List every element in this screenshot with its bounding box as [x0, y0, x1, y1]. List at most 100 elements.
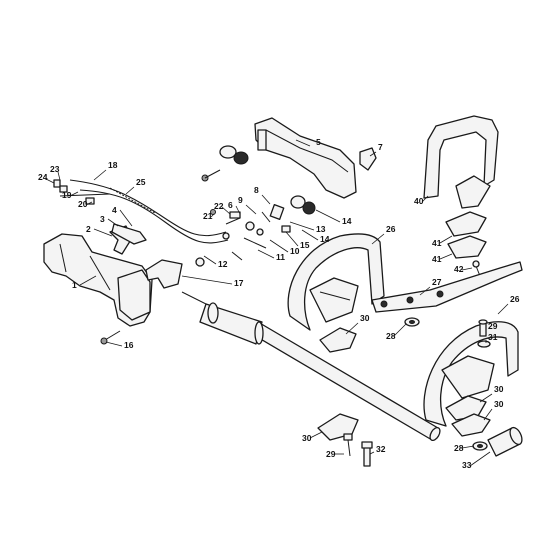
callout-number-17: 17 [234, 278, 244, 288]
leader-line-20 [85, 201, 93, 206]
leader-line-32 [369, 451, 375, 455]
callout-number-29: 29 [488, 321, 498, 331]
leader-line-14 [315, 209, 341, 223]
knob-set [201, 145, 316, 215]
leader-line-7 [369, 151, 377, 157]
leader-line-19 [69, 191, 79, 197]
leader-line-4 [119, 209, 133, 227]
control-handle-housing [43, 233, 153, 327]
leader-line-14 [301, 229, 319, 241]
leader-line-3 [107, 218, 119, 227]
leader-line-1 [79, 275, 97, 286]
leader-line-9 [245, 204, 257, 215]
leader-line-23 [57, 171, 61, 181]
leader-line-30 [309, 431, 323, 439]
callout-number-22: 22 [214, 201, 224, 211]
callout-number-13: 13 [316, 224, 326, 234]
callout-number-14: 14 [320, 234, 330, 244]
callout-number-32: 32 [376, 444, 386, 454]
callout-number-9: 9 [238, 195, 243, 205]
leader-line-42 [461, 267, 473, 271]
callouts: 1234567891011121314141516171819202122232… [38, 137, 520, 470]
callout-number-26: 26 [510, 294, 520, 304]
callout-number-3: 3 [100, 214, 105, 224]
screw-29-upper [477, 319, 491, 348]
callout-number-33: 33 [462, 460, 472, 470]
callout-number-14: 14 [342, 216, 352, 226]
leader-line-30 [483, 408, 493, 421]
callout-number-41: 41 [432, 238, 442, 248]
leader-line-26 [371, 233, 385, 245]
leader-line-8 [261, 194, 271, 205]
leader-line-22 [221, 206, 231, 215]
leader-line-2 [93, 228, 113, 237]
callout-number-30: 30 [360, 313, 370, 323]
sleeve-33 [487, 426, 523, 457]
callout-number-23: 23 [50, 164, 60, 174]
callout-number-30: 30 [302, 433, 312, 443]
leader-line-5 [295, 139, 311, 147]
callout-number-27: 27 [432, 277, 442, 287]
leader-line-41 [439, 253, 453, 260]
callout-number-28: 28 [386, 331, 396, 341]
leader-line-41 [439, 235, 453, 244]
leader-line-12 [203, 255, 217, 265]
leader-line-28 [461, 445, 475, 449]
washer-28-lower [472, 441, 488, 451]
clamp-30-upper [319, 327, 357, 353]
small-hardware [210, 204, 291, 261]
callout-number-28: 28 [454, 443, 464, 453]
leader-line-15 [285, 231, 299, 247]
callout-number-1: 1 [72, 280, 77, 290]
leader-line-26 [497, 303, 509, 315]
screw-29-lower [343, 433, 353, 457]
leader-line-30 [479, 393, 493, 403]
callout-number-30: 30 [494, 399, 504, 409]
clamp-30-right-a [445, 395, 487, 421]
callout-number-15: 15 [300, 240, 310, 250]
callout-number-29: 29 [326, 449, 336, 459]
callout-number-42: 42 [454, 264, 464, 274]
interlock-lever [111, 223, 147, 245]
drive-tube [181, 291, 441, 442]
leader-line-13 [289, 221, 315, 231]
loop-handle-40 [423, 115, 499, 209]
callout-number-4: 4 [112, 205, 117, 215]
callout-number-26: 26 [386, 224, 396, 234]
washer-28-upper [404, 317, 420, 327]
callout-number-21: 21 [203, 211, 213, 221]
leader-line-18 [93, 169, 107, 181]
callout-number-7: 7 [378, 142, 383, 152]
callout-number-40: 40 [414, 196, 424, 206]
leader-line-28 [393, 323, 407, 337]
callout-number-18: 18 [108, 160, 118, 170]
barrier-guard-26-upper [287, 233, 385, 331]
screw-32 [361, 441, 373, 467]
leader-line-6 [235, 205, 241, 215]
callout-number-19: 19 [62, 190, 72, 200]
callout-number-2: 2 [86, 224, 91, 234]
leader-line-16 [105, 341, 123, 347]
leader-line-24 [45, 178, 55, 184]
handle-cover-5 [254, 117, 357, 199]
barrier-guard-26-lower [423, 321, 519, 427]
callout-number-25: 25 [136, 177, 146, 187]
callout-number-24: 24 [38, 172, 48, 182]
callout-number-41: 41 [432, 254, 442, 264]
cable-clips [53, 179, 95, 205]
leader-line-17 [181, 275, 233, 285]
screw-16 [100, 330, 121, 345]
leader-line-40 [421, 195, 429, 203]
clamp-30-right-b [451, 413, 491, 437]
leader-line-11 [257, 249, 275, 259]
clamp-41-lower [447, 235, 487, 259]
callout-number-30: 30 [494, 384, 504, 394]
screw-42 [472, 260, 481, 277]
bracket-7 [359, 147, 377, 171]
leader-line-33 [469, 451, 491, 467]
callout-number-8: 8 [254, 185, 259, 195]
callout-number-6: 6 [228, 200, 233, 210]
leader-line-21 [210, 213, 215, 218]
callout-number-11: 11 [276, 252, 285, 262]
